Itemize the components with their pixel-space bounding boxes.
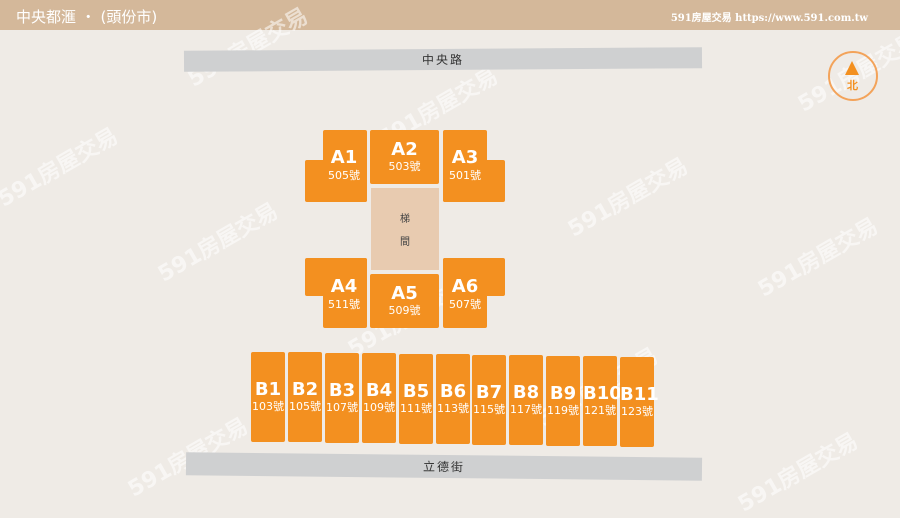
unit-b11[interactable]: B11 123號 (620, 357, 659, 447)
unit-code: A5 (391, 283, 418, 304)
unit-number: 115號 (473, 403, 505, 416)
stairwell: 梯 間 (371, 188, 439, 270)
unit-b7[interactable]: B7 115號 (472, 355, 506, 445)
road-bottom: 立德街 (185, 452, 703, 481)
compass: 北 (828, 51, 878, 101)
unit-number: 123號 (621, 405, 653, 418)
unit-code: B6 (439, 381, 467, 402)
unit-code: B9 (549, 383, 577, 404)
unit-number: 109號 (363, 401, 395, 414)
unit-number: 107號 (326, 401, 358, 414)
unit-code: B2 (291, 379, 319, 400)
unit-code: B7 (475, 382, 503, 403)
watermark: 591房屋交易 (0, 123, 123, 213)
unit-number: 501號 (449, 169, 481, 182)
unit-code: B11 (620, 384, 659, 405)
page-title: 中央都滙 ・ (頭份市) (16, 8, 158, 26)
unit-a5[interactable]: A5 509號 (370, 274, 439, 328)
unit-number: 113號 (437, 402, 469, 415)
unit-number: 111號 (400, 402, 432, 415)
road-top: 中央路 (183, 47, 703, 72)
unit-code: B8 (512, 382, 540, 403)
unit-b1[interactable]: B1 103號 (251, 352, 285, 442)
compass-label: 北 (847, 79, 858, 92)
unit-number: 103號 (252, 400, 284, 413)
unit-code: B5 (402, 381, 430, 402)
unit-b6[interactable]: B6 113號 (436, 354, 470, 444)
watermark: 591房屋交易 (733, 428, 863, 518)
unit-code: A1 (330, 147, 358, 168)
watermark: 591房屋交易 (153, 198, 283, 288)
unit-code: A3 (451, 147, 479, 168)
header-bar: 中央都滙 ・ (頭份市) 591房屋交易 https://www.591.com… (0, 0, 900, 30)
unit-b4[interactable]: B4 109號 (362, 353, 396, 443)
unit-number: 505號 (328, 169, 360, 182)
unit-code: B4 (365, 380, 393, 401)
unit-code: B3 (328, 380, 356, 401)
unit-number: 119號 (547, 404, 579, 417)
unit-b3[interactable]: B3 107號 (325, 353, 359, 443)
unit-a2[interactable]: A2 503號 (370, 130, 439, 184)
brand-link[interactable]: 591房屋交易 https://www.591.com.tw (670, 13, 868, 24)
unit-b5[interactable]: B5 111號 (399, 354, 433, 444)
north-arrow-icon (845, 61, 859, 75)
unit-code: A4 (330, 276, 358, 297)
unit-b2[interactable]: B2 105號 (288, 352, 322, 442)
watermark: 591房屋交易 (563, 153, 693, 243)
unit-number: 117號 (510, 403, 542, 416)
unit-number: 511號 (328, 298, 360, 311)
unit-b10[interactable]: B10 121號 (583, 356, 622, 446)
unit-number: 121號 (584, 404, 616, 417)
unit-code: B10 (583, 383, 622, 404)
unit-b9[interactable]: B9 119號 (546, 356, 580, 446)
stair-label-2: 間 (400, 237, 410, 248)
unit-number: 503號 (388, 160, 421, 173)
unit-code: A2 (391, 139, 418, 160)
unit-number: 105號 (289, 400, 321, 413)
stair-label-1: 梯 (400, 214, 410, 225)
unit-code: B1 (254, 379, 282, 400)
unit-b8[interactable]: B8 117號 (509, 355, 543, 445)
watermark: 591房屋交易 (753, 213, 883, 303)
unit-number: 507號 (449, 298, 481, 311)
unit-code: A6 (451, 276, 479, 297)
unit-number: 509號 (388, 304, 421, 317)
